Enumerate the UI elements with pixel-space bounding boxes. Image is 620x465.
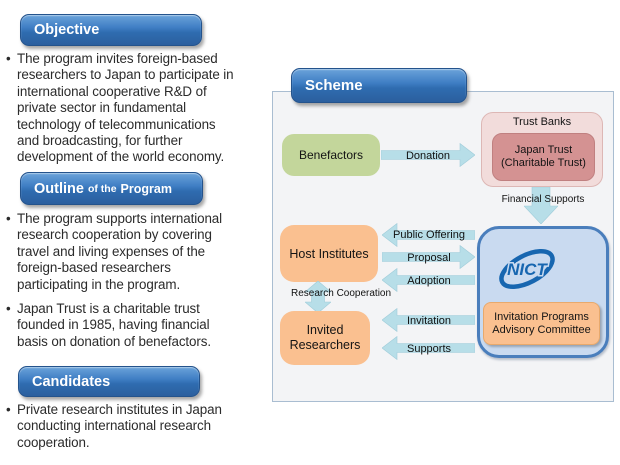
outline-bullet: Japan Trust is a charitable trust founde…: [6, 301, 278, 350]
objective-bullet: The program invites foreign-based resear…: [6, 51, 278, 166]
supports-label: Supports: [406, 343, 452, 355]
nict-box: NICT Invitation Programs Advisory Commit…: [477, 226, 609, 358]
outline-heading-small: of the: [87, 182, 117, 195]
objective-list: The program invites foreign-based resear…: [6, 51, 278, 166]
donation-label: Donation: [405, 150, 451, 162]
research-cooperation-arrow: [305, 281, 331, 313]
candidates-header: Candidates: [18, 366, 200, 397]
node-benefactors: Benefactors: [282, 134, 380, 176]
candidates-bullet: Private research institutes in Japan con…: [6, 402, 278, 451]
donation-arrow: [381, 143, 475, 167]
candidates-heading-label: Candidates: [32, 373, 111, 390]
candidates-list: Private research institutes in Japan con…: [6, 402, 278, 451]
financial-supports-label: Financial Supports: [501, 194, 585, 205]
node-japan-trust: Japan Trust (Charitable Trust): [492, 133, 595, 181]
outline-bullet: The program supports international resea…: [6, 211, 278, 293]
proposal-label: Proposal: [407, 252, 451, 264]
invitation-label: Invitation: [406, 315, 452, 327]
outline-heading-tail: Program: [120, 181, 172, 196]
adoption-arrow: [382, 268, 475, 292]
node-host-institutes: Host Institutes: [280, 225, 378, 282]
scheme-header: Scheme: [291, 68, 467, 103]
supports-arrow: [382, 336, 475, 360]
nict-logo: NICT: [499, 249, 555, 289]
node-trust-banks: Trust Banks Japan Trust (Charitable Trus…: [481, 112, 603, 187]
financial-supports-arrow: [524, 187, 558, 224]
trust-banks-label: Trust Banks: [512, 116, 572, 128]
node-advisory-committee: Invitation Programs Advisory Committee: [483, 302, 600, 345]
invitation-arrow: [382, 308, 475, 332]
public-offering-arrow: [382, 223, 475, 247]
research-cooperation-label: Research Cooperation: [291, 288, 392, 299]
scheme-heading-label: Scheme: [305, 77, 363, 94]
node-invited-researchers: Invited Researchers: [280, 311, 370, 365]
adoption-label: Adoption: [407, 275, 451, 287]
outline-header: Outline of the Program: [20, 172, 203, 205]
outline-list: The program supports international resea…: [6, 211, 278, 350]
proposal-arrow: [382, 245, 475, 269]
objective-header: Objective: [20, 14, 202, 46]
nict-logo-text: NICT: [507, 260, 548, 279]
public-offering-label: Public Offering: [393, 229, 465, 241]
outline-heading-main: Outline: [34, 180, 84, 197]
objective-heading-label: Objective: [34, 22, 100, 38]
